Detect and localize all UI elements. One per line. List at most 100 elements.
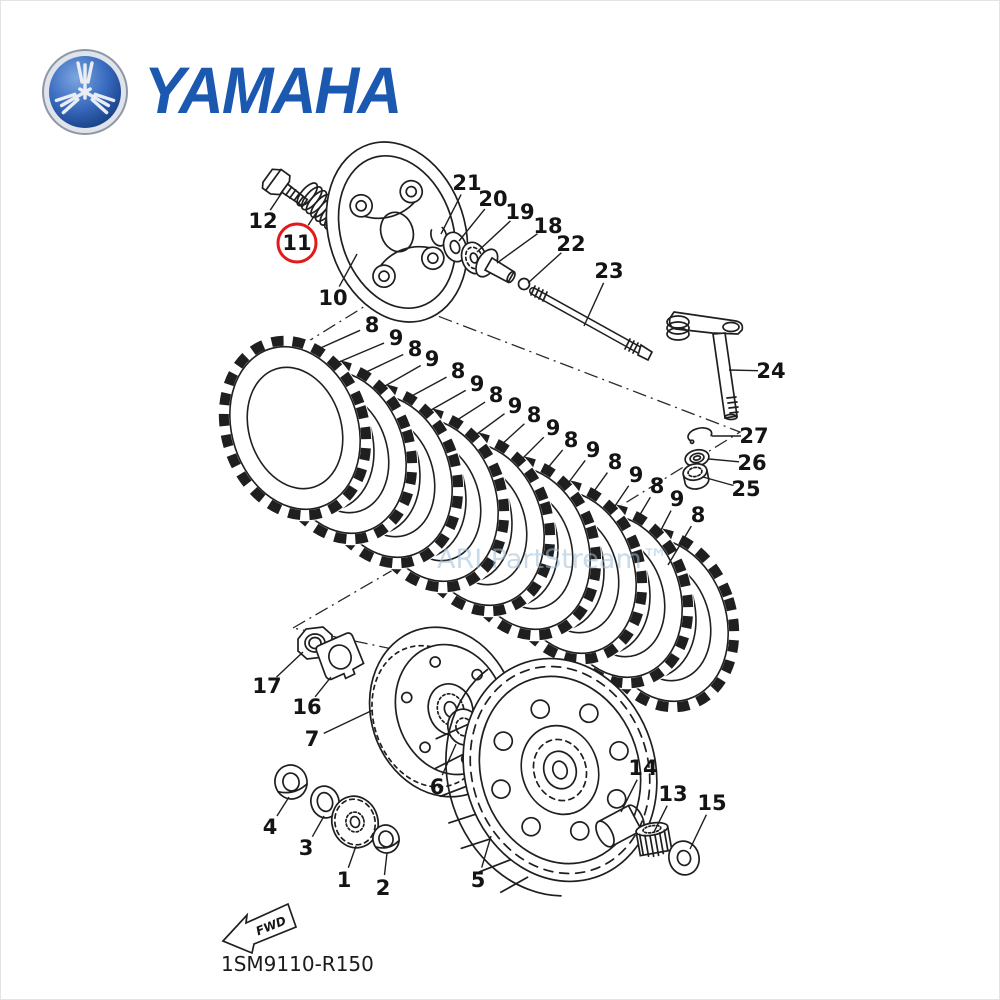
- callout-9: 9: [670, 487, 685, 511]
- callout-leader-4: [276, 796, 290, 817]
- callout-leader-8: [667, 525, 692, 566]
- callout-27: 27: [739, 424, 768, 448]
- callout-7: 7: [305, 727, 320, 751]
- callout-leader-9: [338, 342, 385, 363]
- callout-21: 21: [452, 171, 481, 195]
- callout-leader-24: [728, 369, 759, 372]
- callout-9: 9: [389, 326, 404, 350]
- callout-9: 9: [546, 416, 561, 440]
- callout-leader-18: [496, 233, 538, 264]
- callout-leader-9: [522, 436, 545, 459]
- part-18-push-plate: [475, 248, 516, 284]
- callout-11: 11: [282, 231, 311, 255]
- tuning-forks: [54, 61, 116, 115]
- callout-leader-2: [383, 852, 388, 876]
- part-10-pressure-plate: [325, 141, 469, 323]
- callout-leader-3: [311, 815, 325, 838]
- callout-leader-17: [275, 651, 304, 678]
- callout-26: 26: [737, 451, 766, 475]
- callout-24: 24: [756, 359, 785, 383]
- callout-leader-16: [314, 676, 332, 698]
- part-1-gear: [330, 795, 380, 849]
- yamaha-logo: YAMAHA: [40, 42, 417, 138]
- callout-leader-8: [315, 329, 361, 351]
- callout-9: 9: [586, 438, 601, 462]
- callout-leader-8: [545, 449, 564, 471]
- callout-13: 13: [658, 782, 687, 806]
- callout-leader-9: [430, 389, 467, 411]
- yamaha-tuning-fork-emblem: [42, 49, 128, 135]
- callout-leader-8: [407, 376, 447, 399]
- callout-8: 8: [608, 450, 623, 474]
- callout-22: 22: [556, 232, 585, 256]
- part-13-needle-bearing: [635, 821, 673, 858]
- callout-15: 15: [697, 791, 726, 815]
- part-3-washer: [310, 785, 340, 819]
- callout-leader-12: [269, 190, 284, 211]
- callout-leader-1: [347, 845, 357, 868]
- part-21-circlip: [430, 226, 448, 247]
- callout-leader-7: [323, 709, 374, 735]
- callout-leader-15: [689, 814, 708, 850]
- callout-leader-20: [458, 208, 486, 242]
- callout-23: 23: [594, 259, 623, 283]
- callout-1: 1: [337, 868, 352, 892]
- callout-leader-19: [476, 220, 511, 253]
- callout-8: 8: [691, 503, 706, 527]
- callout-leader-25: [702, 476, 734, 487]
- callout-leader-9: [476, 413, 505, 435]
- callout-8: 8: [527, 403, 542, 427]
- callout-9: 9: [470, 372, 485, 396]
- part-22-ball: [517, 277, 531, 291]
- callout-18: 18: [533, 214, 562, 238]
- callout-25: 25: [731, 477, 760, 501]
- callout-leader-9: [614, 485, 630, 507]
- callout-9: 9: [508, 394, 523, 418]
- part-25-bearing: [682, 462, 710, 490]
- part-14-collar: [595, 804, 645, 848]
- callout-leader-10: [338, 253, 358, 287]
- callout-19: 19: [505, 200, 534, 224]
- callout-leader-14: [620, 779, 638, 813]
- diagram-code: 1SM9110-R150: [221, 952, 374, 976]
- callout-8: 8: [650, 474, 665, 498]
- callout-9: 9: [425, 347, 440, 371]
- fwd-arrow: FWD: [221, 902, 298, 955]
- callout-leader-22: [527, 252, 562, 284]
- callout-2: 2: [376, 876, 391, 900]
- highlight-circle: [276, 222, 318, 264]
- callout-leader-9: [660, 510, 672, 531]
- callout-9: 9: [629, 463, 644, 487]
- callout-leader-8: [637, 496, 651, 519]
- callout-16: 16: [292, 695, 321, 719]
- callout-leader-6: [441, 743, 457, 776]
- callout-8: 8: [564, 428, 579, 452]
- callout-4: 4: [263, 815, 278, 839]
- yamaha-wordmark: YAMAHA: [144, 53, 402, 127]
- part-24-push-lever: [666, 311, 744, 421]
- callout-leader-23: [583, 282, 605, 327]
- callout-leader-21: [440, 194, 462, 235]
- part-4-collar: [274, 764, 308, 800]
- callout-17: 17: [252, 674, 281, 698]
- callout-8: 8: [451, 359, 466, 383]
- watermark: ARI PartStream™: [437, 544, 669, 575]
- callout-20: 20: [478, 187, 507, 211]
- callout-10: 10: [318, 286, 347, 310]
- callout-leader-26: [708, 458, 740, 463]
- callout-12: 12: [248, 209, 277, 233]
- callout-8: 8: [489, 383, 504, 407]
- callout-leader-8: [453, 401, 486, 423]
- callout-leader-9: [384, 364, 422, 387]
- callout-6: 6: [430, 775, 445, 799]
- part-27-circlip: [687, 427, 713, 445]
- part-16-lock-washer: [315, 632, 365, 681]
- callout-5: 5: [471, 868, 486, 892]
- callout-leader-13: [653, 805, 668, 833]
- callout-leader-9: [568, 459, 586, 483]
- part-23-push-rod: [529, 285, 654, 362]
- callout-8: 8: [408, 337, 423, 361]
